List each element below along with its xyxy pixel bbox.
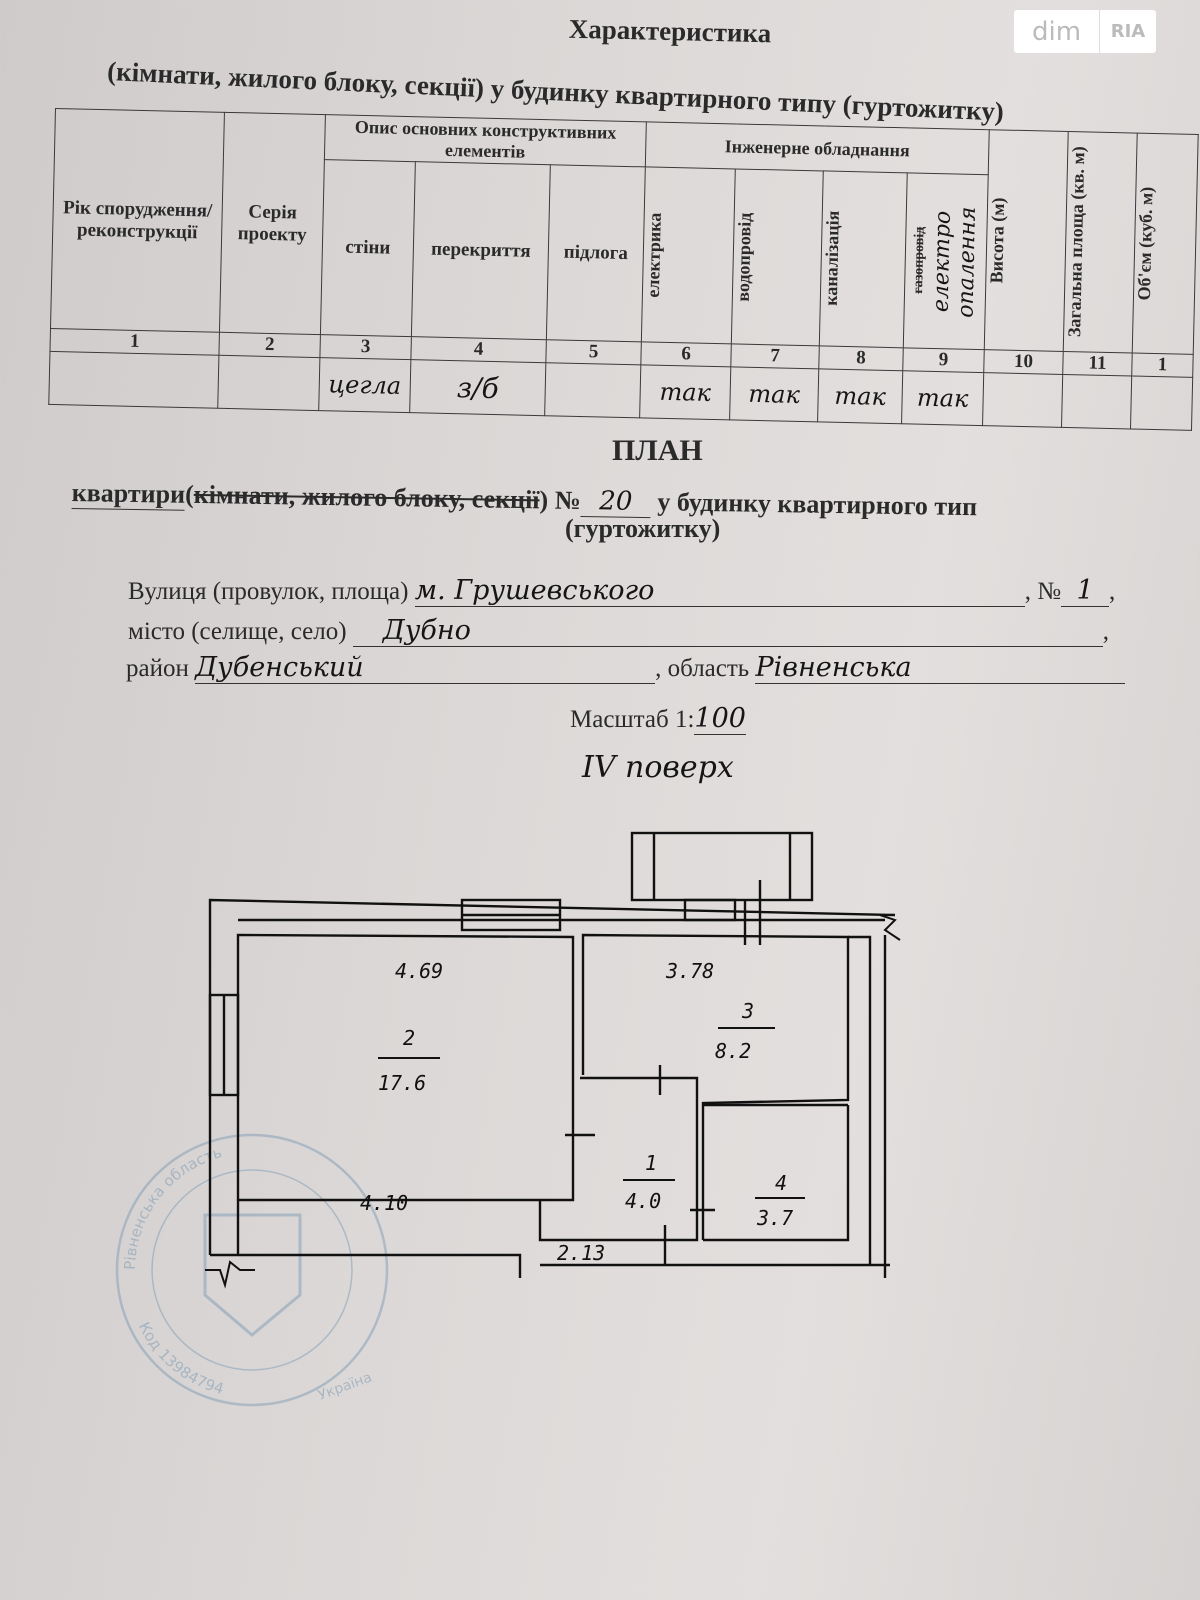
street-label: Вулиця (провулок, площа) xyxy=(128,578,409,605)
floor-label: IV поверх xyxy=(582,750,734,785)
house-no-value: 1 xyxy=(1061,575,1110,607)
stamp xyxy=(115,1133,389,1407)
city-value: Дубно xyxy=(352,615,1103,647)
room-area: 3.7 xyxy=(756,1206,793,1230)
street-value: м. Грушевського xyxy=(414,575,1025,607)
stamp-text-country: Україна xyxy=(316,1370,374,1404)
district-row: район Дубенський, область Рівненська xyxy=(126,652,1126,684)
room-area: 8.2 xyxy=(715,1039,751,1063)
room-area: 17.6 xyxy=(378,1071,426,1095)
plan-line2: (гуртожитку) xyxy=(565,514,721,543)
watermark-ria: RIA xyxy=(1099,10,1156,53)
dimension-label: 3.78 xyxy=(665,959,714,983)
plan-title: ПЛАН xyxy=(612,434,703,467)
dimria-watermark: dim RIA xyxy=(1014,10,1156,53)
city-label: місто (селище, село) xyxy=(128,618,347,645)
room-number: 1 xyxy=(645,1151,657,1175)
scale-row: Масштаб 1:100 xyxy=(570,703,746,735)
district-value: Дубенський xyxy=(195,652,656,684)
street-row: Вулиця (провулок, площа) м. Грушевського… xyxy=(128,575,1116,607)
room-area: 4.0 xyxy=(625,1189,661,1213)
scale-value: 100 xyxy=(694,703,746,735)
room-number: 2 xyxy=(403,1026,415,1050)
dimension-label: 2.13 xyxy=(557,1241,605,1265)
plan-walls xyxy=(205,831,901,1289)
region-value: Рівненська xyxy=(755,652,1126,684)
house-no-label: , № xyxy=(1024,578,1062,605)
room-number: 4 xyxy=(775,1171,787,1195)
dimension-label: 4.10 xyxy=(360,1191,408,1215)
scale-label: Масштаб 1: xyxy=(570,706,695,733)
room-number: 3 xyxy=(741,999,754,1023)
watermark-dim: dim xyxy=(1031,16,1082,47)
region-label: , область xyxy=(655,655,750,682)
district-label: район xyxy=(126,655,189,682)
dimension-label: 4.69 xyxy=(395,959,443,983)
city-row: місто (селище, село) Дубно, xyxy=(128,615,1110,647)
